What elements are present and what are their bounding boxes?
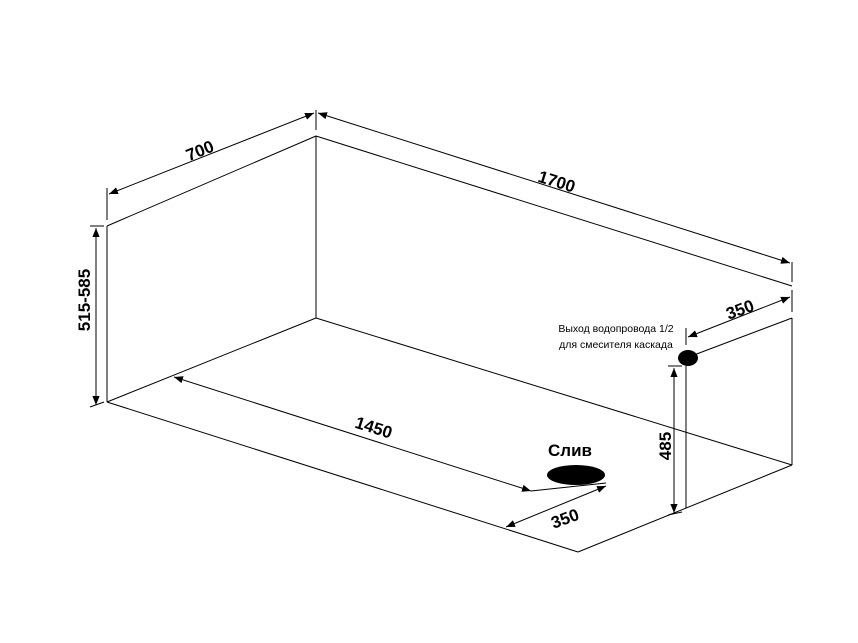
bottom-right-edge	[577, 464, 793, 553]
drain-label: Слив	[548, 441, 592, 460]
dim-inner-length-label: 1450	[353, 413, 395, 442]
dim-width-label: 700	[183, 137, 216, 165]
right-top-edge	[685, 317, 793, 359]
tub-outline	[106, 135, 793, 553]
dim-faucet-offset: 350	[685, 290, 793, 345]
dim-drain-offset: 350	[505, 485, 607, 533]
water-outlet-label-line2: для смесителя каскада	[559, 339, 673, 351]
dim-faucet-height: 485	[656, 365, 683, 516]
dim-width: 700	[106, 110, 317, 220]
dim-inner-length: 1450	[173, 376, 607, 492]
drain-hole	[547, 465, 605, 485]
top-long-edge	[315, 135, 793, 287]
dim-length-label: 1700	[536, 167, 578, 196]
water-outlet-label-line1: Выход водопровода 1/2	[558, 323, 673, 335]
bottom-front-edge	[106, 401, 579, 553]
dim-height: 515-585	[75, 225, 105, 408]
water-outlet-group: Выход водопровода 1/2 для смесителя каск…	[558, 323, 698, 366]
dim-length: 1700	[317, 112, 793, 282]
dim-faucet-offset-label: 350	[724, 296, 757, 324]
dim-drain-offset-label: 350	[549, 505, 582, 533]
bottom-back-edge	[106, 317, 317, 403]
dim-faucet-height-label: 485	[656, 432, 675, 460]
dim-height-label: 515-585	[75, 269, 94, 331]
water-outlet-hole	[678, 350, 698, 366]
drain-group: Слив	[547, 441, 605, 485]
floor-diagonal	[315, 317, 793, 466]
